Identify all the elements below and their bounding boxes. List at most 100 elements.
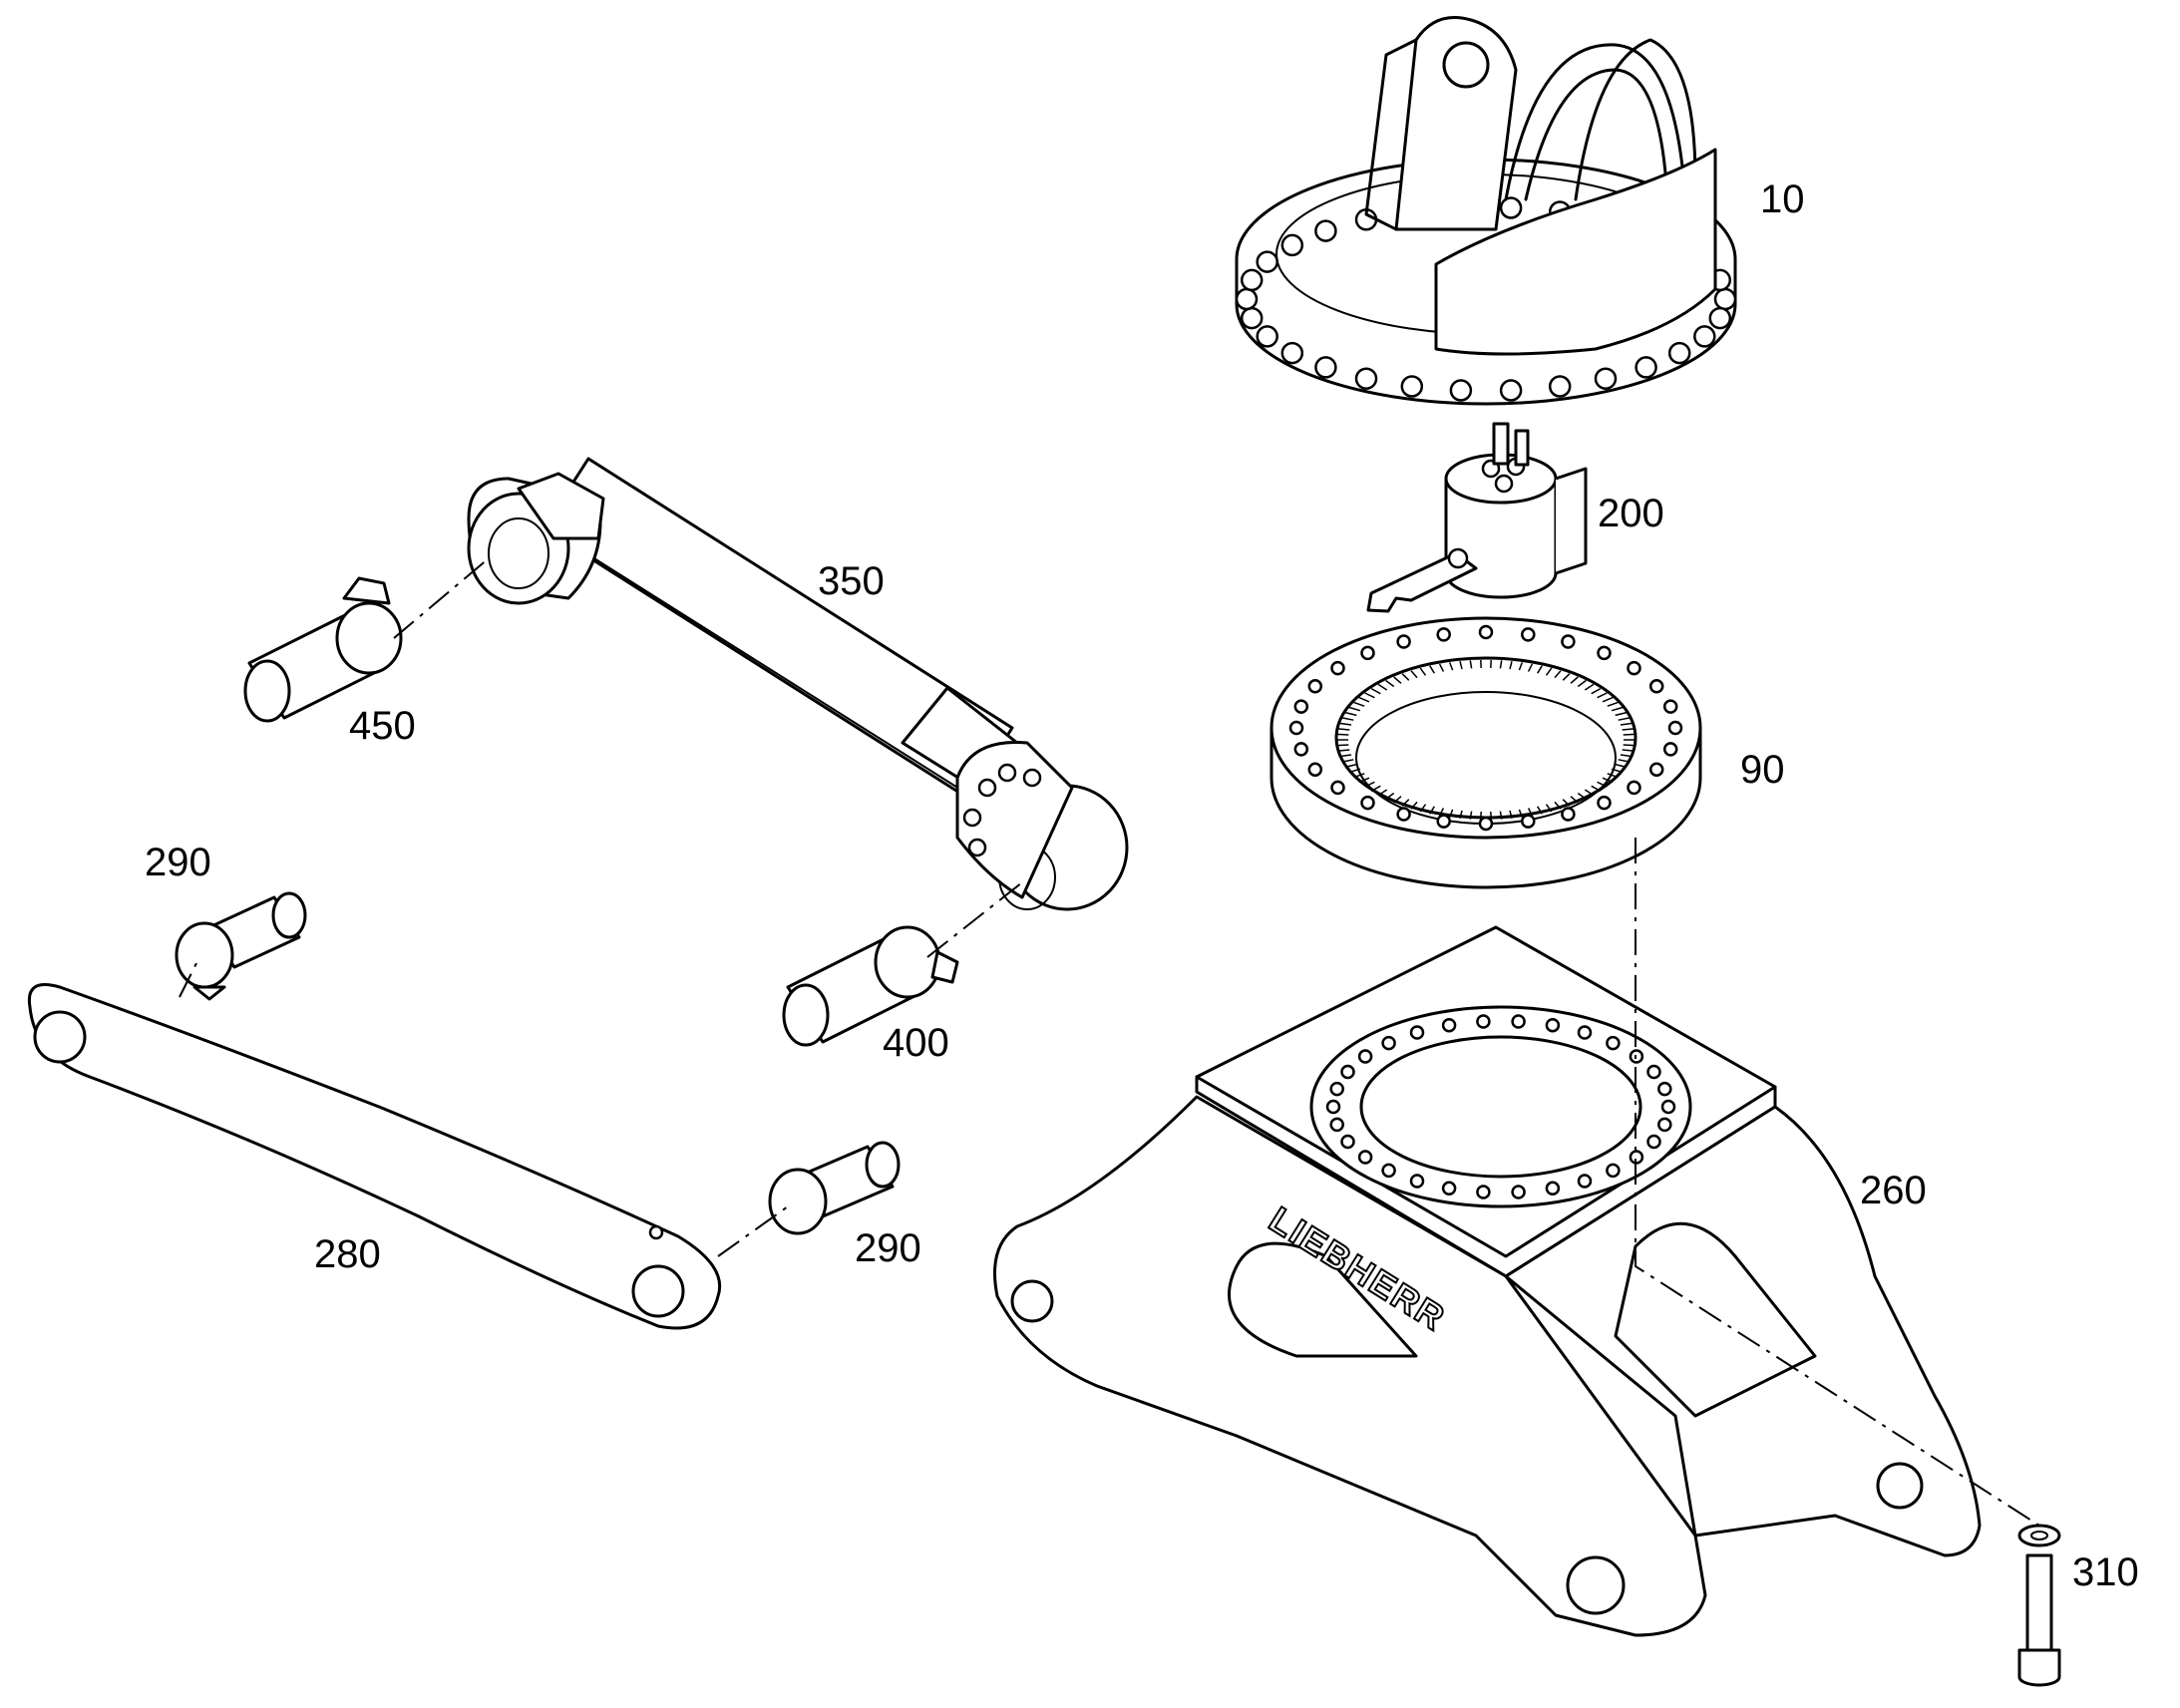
callout-290-upper: 290 <box>145 841 211 884</box>
callout-260: 260 <box>1860 1169 1927 1212</box>
part-280-link-bar <box>27 983 722 1330</box>
part-90-slewing-ring <box>1270 616 1702 889</box>
frame-hole <box>1357 1049 1373 1064</box>
gear-tooth <box>1611 706 1624 712</box>
part-290-pin-lower <box>768 1141 901 1235</box>
gear-tooth <box>1385 679 1395 688</box>
gear-tooth <box>1509 661 1513 670</box>
gear-tooth <box>1410 801 1418 810</box>
flange-bolt <box>1499 379 1523 402</box>
frame-hole <box>1329 1081 1344 1097</box>
gear-tooth <box>1611 768 1624 774</box>
frame-hole <box>1409 1174 1425 1189</box>
frame-hole <box>1441 1181 1457 1196</box>
gear-tooth <box>1545 804 1553 813</box>
part-350-hydraulic-cylinder <box>467 457 1129 911</box>
gear-tooth <box>1348 768 1361 774</box>
callout-290-lower: 290 <box>855 1226 921 1270</box>
gear-tooth <box>1438 663 1445 672</box>
ring-hole <box>1360 645 1375 661</box>
gear-tooth <box>1622 749 1635 752</box>
gear-tooth <box>1597 781 1608 788</box>
callout-200: 200 <box>1598 492 1664 535</box>
gear-tooth <box>1562 673 1571 681</box>
gear-tooth <box>1620 754 1633 758</box>
frame-hole <box>1606 1035 1621 1051</box>
gear-tooth <box>1377 789 1388 797</box>
ring-hole <box>1521 627 1536 642</box>
frame-hole <box>1329 1117 1344 1133</box>
flange-bolt <box>1635 356 1657 379</box>
gear-tooth <box>1358 777 1370 784</box>
gear-tooth <box>1337 728 1350 731</box>
ring-hole <box>1597 645 1612 661</box>
frame-hole <box>1646 1134 1661 1150</box>
part-400-pin <box>782 925 959 1047</box>
gear-tooth <box>1344 711 1357 717</box>
gear-tooth <box>1348 706 1361 712</box>
gear-tooth <box>1499 811 1503 820</box>
callout-10: 10 <box>1760 177 1805 221</box>
ring-hole <box>1662 742 1678 757</box>
gear-tooth <box>1344 763 1357 769</box>
ring-hole <box>1478 624 1494 640</box>
flange-bolt <box>1400 375 1424 398</box>
frame-hole <box>1660 1099 1676 1115</box>
callout-90: 90 <box>1740 748 1785 792</box>
part-260-frame: LIEBHERR <box>993 925 1982 1637</box>
ring-hole <box>1288 720 1304 736</box>
frame-hole <box>1357 1150 1373 1165</box>
flange-bolt <box>1449 379 1473 402</box>
gear-tooth <box>1364 692 1375 699</box>
ring-hole <box>1436 814 1451 829</box>
gear-tooth <box>1622 728 1635 731</box>
assembly-centerlines <box>179 557 2040 1527</box>
frame-hole <box>1441 1017 1457 1033</box>
flange-bolt <box>1667 341 1691 365</box>
flange-bolt <box>1693 325 1716 348</box>
gear-tooth <box>1448 809 1454 818</box>
gear-tooth <box>1419 667 1427 676</box>
gear-tooth <box>1341 759 1354 763</box>
gear-tooth <box>1337 749 1350 752</box>
ring-hole <box>1662 699 1678 714</box>
ring-hole <box>1561 634 1576 649</box>
frame-hole <box>1325 1099 1341 1115</box>
ring-hole <box>1597 795 1612 811</box>
flange-bolt <box>1354 367 1378 390</box>
flange-bolt <box>1499 196 1523 219</box>
gear-tooth <box>1591 687 1602 695</box>
frame-hole <box>1657 1081 1672 1097</box>
gear-tooth <box>1429 806 1435 815</box>
gear-tooth <box>1336 744 1349 747</box>
gear-tooth <box>1570 796 1579 804</box>
flange-bolt <box>1594 367 1618 390</box>
frame-hole <box>1606 1163 1621 1179</box>
frame-hole <box>1646 1064 1661 1080</box>
ring-hole <box>1360 795 1375 811</box>
ring-hole <box>1307 679 1323 694</box>
ring-hole <box>1521 814 1536 829</box>
ring-hole <box>1330 780 1345 796</box>
flange-bolt <box>1314 219 1337 242</box>
frame-hole <box>1381 1163 1396 1179</box>
frame-hole <box>1577 1174 1593 1189</box>
gear-tooth <box>1358 696 1370 703</box>
flange-bolt <box>1240 268 1264 292</box>
gear-tooth <box>1577 679 1587 688</box>
flange-bolt <box>1256 250 1278 273</box>
ring-hole <box>1648 762 1664 777</box>
ring-hole <box>1396 634 1411 649</box>
gear-tooth <box>1429 665 1435 674</box>
gear-tooth <box>1339 722 1352 726</box>
gear-tooth <box>1341 717 1354 721</box>
gear-tooth <box>1469 811 1473 820</box>
gear-tooth <box>1623 733 1635 736</box>
ring-hole <box>1293 699 1309 714</box>
gear-tooth <box>1607 701 1619 707</box>
gear-tooth <box>1469 660 1473 669</box>
ring-hole <box>1648 679 1664 694</box>
gear-tooth <box>1336 733 1349 736</box>
gear-tooth <box>1597 692 1608 699</box>
gear-tooth <box>1385 792 1395 801</box>
